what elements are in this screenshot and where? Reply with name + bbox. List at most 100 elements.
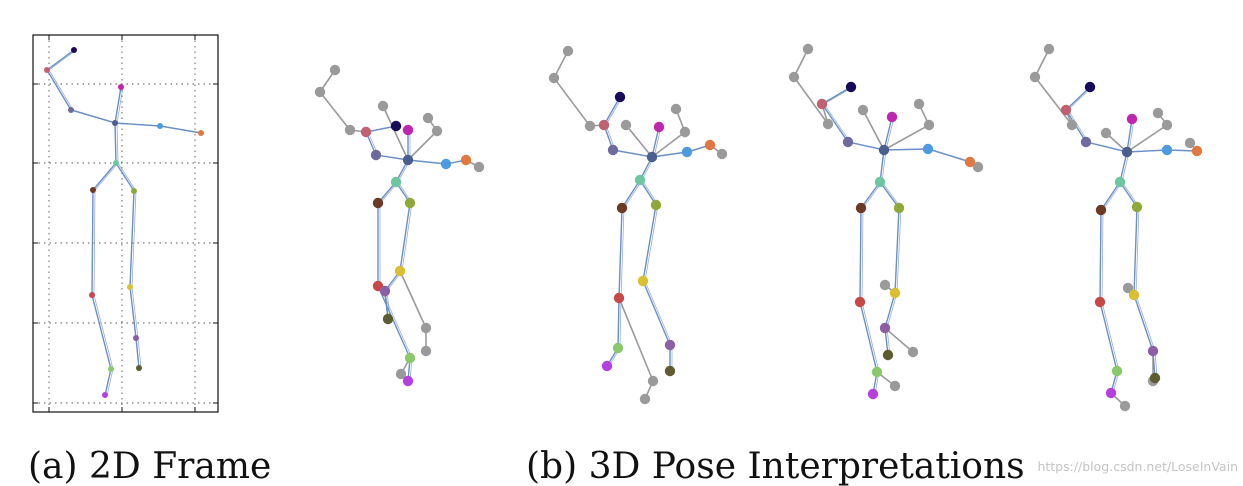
joint-pelvis <box>1114 176 1126 188</box>
bone-shadow <box>401 202 413 272</box>
ghost-joint <box>907 346 919 358</box>
joint-r-knee <box>1094 296 1106 308</box>
skeleton-2d <box>44 47 204 398</box>
bone-shadow <box>881 149 887 183</box>
joint-neck <box>653 121 665 133</box>
joint-l-toe <box>382 313 394 325</box>
ghost-bone <box>651 131 686 158</box>
joint-thorax <box>402 154 414 166</box>
joint-l-elbow <box>681 146 693 158</box>
bone-shadow <box>116 86 124 124</box>
joint-head <box>845 81 857 93</box>
bone-shadow <box>72 109 118 124</box>
ghost-joint <box>395 368 407 380</box>
joint-l-hand <box>460 154 472 166</box>
bone <box>847 141 885 151</box>
pose-interpretation-1 <box>314 64 485 387</box>
watermark-text: https://blog.csdn.net/LoseInVain <box>1037 459 1238 474</box>
joint-r-foot-joint <box>108 366 114 372</box>
joint-l-elbow <box>1161 144 1173 156</box>
bone <box>603 96 621 126</box>
bone <box>642 204 657 282</box>
bone <box>884 292 896 329</box>
joint-l-hip <box>131 188 137 194</box>
joint-pelvis <box>390 176 402 188</box>
bone <box>91 189 94 296</box>
joint-r-elbow <box>607 144 619 156</box>
ghost-joint <box>923 119 935 131</box>
ghost-joint <box>548 72 560 84</box>
ghost-bone <box>382 105 409 161</box>
bone <box>114 86 122 124</box>
bone <box>92 162 117 191</box>
joint-l-knee <box>889 287 901 299</box>
bone <box>821 103 849 143</box>
ghost-joint <box>1119 400 1131 412</box>
bone <box>1126 118 1133 153</box>
ghost-bone <box>1126 124 1168 153</box>
bone-shadow <box>896 207 902 294</box>
bone-shadow <box>48 69 74 111</box>
joint-r-elbow <box>1080 136 1092 148</box>
joint-r-toe <box>402 375 414 387</box>
ghost-joint <box>913 98 925 110</box>
bone-shadow <box>644 204 659 282</box>
bone <box>821 86 852 105</box>
joint-head <box>614 91 626 103</box>
bone-shadow <box>116 122 119 164</box>
joint-r-hip <box>90 187 96 193</box>
ghost-joint <box>647 375 659 387</box>
joint-r-toe <box>867 388 879 400</box>
bone-shadow <box>1101 301 1120 372</box>
joint-r-hand <box>598 119 610 131</box>
joint-neck <box>1126 113 1138 125</box>
bone-shadow <box>93 294 114 370</box>
ghost-joint <box>620 119 632 131</box>
joint-r-foot-joint <box>1111 365 1123 377</box>
ghost-bone <box>319 91 351 131</box>
ghost-bone <box>793 76 829 125</box>
ghost-bone <box>399 270 427 329</box>
joint-pelvis <box>874 176 886 188</box>
joint-neck <box>118 84 124 90</box>
ghost-joint <box>431 125 443 137</box>
ghost-joint <box>473 161 485 173</box>
joint-l-elbow <box>922 143 934 155</box>
ghost-bone <box>793 48 809 78</box>
joint-r-knee <box>613 292 625 304</box>
bone <box>1099 301 1118 372</box>
ghost-joint <box>1066 119 1078 131</box>
ghost-bone <box>407 130 438 161</box>
joint-r-toe <box>601 360 613 372</box>
ghost-joint <box>802 43 814 55</box>
ghost-bone <box>884 327 914 353</box>
bone-shadow <box>1067 109 1089 143</box>
joint-l-hand <box>964 156 976 168</box>
bone-shadow <box>93 189 96 296</box>
bone-shadow <box>620 207 625 299</box>
bone <box>879 181 900 209</box>
ghost-joint <box>1029 71 1041 83</box>
bone-shadow <box>131 286 139 339</box>
joint-r-hand <box>44 67 50 73</box>
panel-2d-frame <box>32 34 219 413</box>
ghost-joint <box>344 124 356 136</box>
joint-l-hip <box>1131 201 1143 213</box>
ghost-joint <box>879 279 891 291</box>
joint-pelvis <box>113 160 119 166</box>
bone <box>129 190 135 288</box>
joint-head <box>390 120 402 132</box>
bone-shadow <box>106 368 114 396</box>
joint-r-hip <box>616 202 628 214</box>
bone <box>70 109 116 124</box>
bone <box>399 202 411 272</box>
ghost-joint <box>1152 107 1164 119</box>
joint-l-hip <box>893 202 905 214</box>
ghost-joint <box>1161 119 1173 131</box>
bone <box>621 179 641 209</box>
joint-l-knee <box>1128 289 1140 301</box>
bone-shadow <box>1101 209 1104 303</box>
ghost-joint <box>422 112 434 124</box>
bone <box>46 69 72 111</box>
ghost-joint <box>788 71 800 83</box>
